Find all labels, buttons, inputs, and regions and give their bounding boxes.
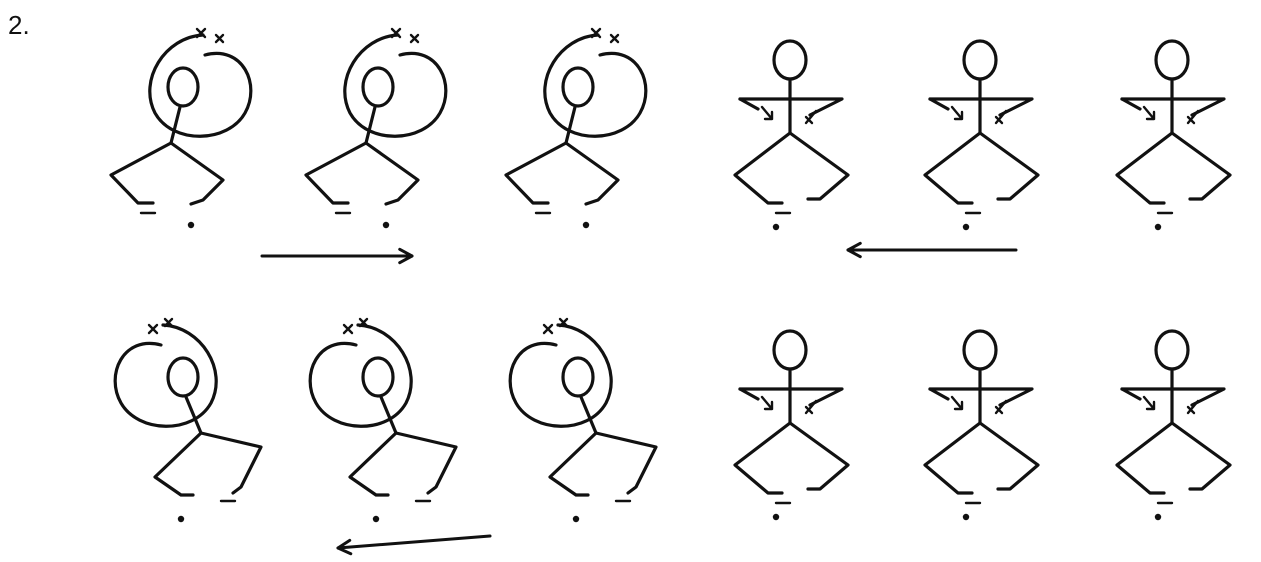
stick-figure-1-6: [1117, 41, 1230, 230]
figure-row-1: [111, 29, 1230, 230]
stick-figure-1-3: [506, 29, 646, 228]
stick-figure-2-5: [925, 331, 1038, 520]
direction-arrow-2: [848, 243, 1016, 256]
stick-figure-2-1: [115, 319, 261, 522]
direction-arrow-3: [338, 536, 490, 554]
direction-arrow-1: [262, 249, 412, 262]
figure-row-2: [115, 319, 1230, 522]
stick-figure-1-2: [306, 29, 446, 228]
stick-figure-2-3: [510, 319, 656, 522]
stick-figure-2-2: [310, 319, 456, 522]
stick-figure-2-4: [735, 331, 848, 520]
stick-figure-1-1: [111, 29, 251, 228]
stick-figure-1-4: [735, 41, 848, 230]
stick-figure-2-6: [1117, 331, 1230, 520]
stick-figure-1-5: [925, 41, 1038, 230]
